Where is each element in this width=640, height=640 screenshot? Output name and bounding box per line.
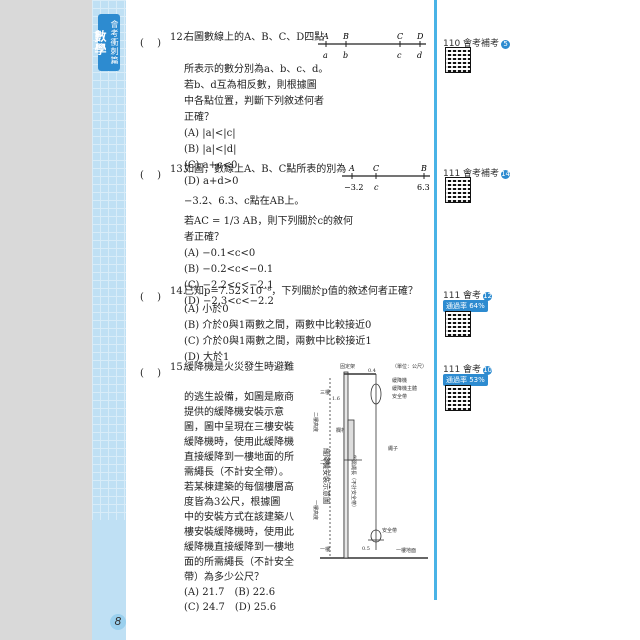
svg-text:緩降機安裝示意圖: 緩降機安裝示意圖 — [322, 448, 331, 504]
svg-text:（單位：公尺）: （單位：公尺） — [392, 363, 427, 370]
svg-text:c: c — [374, 183, 379, 192]
svg-text:一樓: 一樓 — [320, 546, 330, 553]
svg-text:a: a — [323, 51, 328, 60]
answer-bracket: ( ) — [140, 170, 161, 181]
svg-text:−3.2: −3.2 — [344, 183, 363, 192]
answer-bracket: ( ) — [140, 292, 161, 303]
svg-text:B: B — [342, 32, 349, 41]
page — [92, 0, 640, 640]
svg-text:D: D — [416, 32, 424, 41]
answer-bracket: ( ) — [140, 38, 161, 49]
pass-rate-badge: 通過率 64% — [443, 300, 488, 312]
svg-text:A: A — [348, 164, 355, 173]
svg-text:0.4: 0.4 — [368, 368, 376, 374]
svg-text:二樓高度: 二樓高度 — [312, 412, 319, 432]
number-line-q13: A −3.2 Cc B 6.3 — [342, 164, 430, 192]
svg-text:1.6: 1.6 — [332, 396, 340, 402]
divider-line — [434, 0, 437, 600]
svg-text:B: B — [420, 164, 427, 173]
question-14: 14. 已知p=7.52×10⁻⁸，下列關於p值的敘述何者正確？ (A) 小於0… — [170, 286, 418, 363]
svg-text:一樓地面: 一樓地面 — [396, 547, 416, 554]
svg-text:繩子: 繩子 — [388, 445, 398, 452]
svg-text:二樓: 二樓 — [320, 459, 330, 466]
sidebar — [92, 0, 126, 640]
svg-text:緩降機主體: 緩降機主體 — [392, 385, 417, 392]
qr-code[interactable] — [445, 385, 471, 411]
svg-text:一樓高度: 一樓高度 — [312, 500, 319, 520]
svg-text:安全帶: 安全帶 — [392, 393, 407, 400]
qr-code[interactable] — [445, 47, 471, 73]
svg-text:三樓: 三樓 — [320, 389, 330, 396]
svg-text:所需繩長（不計安全帶）: 所需繩長（不計安全帶） — [350, 455, 357, 510]
qr-code[interactable] — [445, 311, 471, 337]
svg-text:C: C — [397, 32, 403, 41]
svg-text:A: A — [322, 32, 329, 41]
question-15: 15. 緩降機是火災發生時避難 的逃生設備，如圖是廠商 提供的緩降機安裝示意 圖… — [170, 362, 294, 613]
qr-code[interactable] — [445, 177, 471, 203]
descender-diagram: （單位：公尺） 固定架 緩降機 緩降機主體 安全帶 三樓 二樓 一樓 欄杆 繩子… — [312, 363, 428, 559]
question-13: 13. 如圖，數線上A、B、C點所表的別為 −3.2、6.3、c點在AB上。 若… — [170, 164, 354, 307]
sidebar-title: 會考衝刺篇數學 — [93, 14, 120, 71]
svg-text:c: c — [397, 51, 402, 60]
svg-text:欄杆: 欄杆 — [336, 427, 346, 434]
svg-text:C: C — [373, 164, 379, 173]
svg-text:安全帶: 安全帶 — [382, 527, 397, 534]
number-line-q12: Aa Bb Cc Dd — [318, 32, 426, 60]
svg-text:d: d — [417, 51, 422, 60]
question-12: 12. 右圖數線上的A、B、C、D四點 所表示的數分別為a、b、c、d。 若b、… — [170, 32, 329, 187]
pass-rate-badge: 通過率 53% — [443, 374, 488, 386]
svg-text:0.5: 0.5 — [362, 546, 370, 552]
svg-text:6.3: 6.3 — [417, 183, 430, 192]
svg-text:b: b — [343, 51, 348, 60]
answer-bracket: ( ) — [140, 368, 161, 379]
svg-text:緩降機: 緩降機 — [392, 377, 407, 384]
page-number: 8 — [110, 614, 126, 630]
svg-text:固定架: 固定架 — [340, 363, 355, 370]
